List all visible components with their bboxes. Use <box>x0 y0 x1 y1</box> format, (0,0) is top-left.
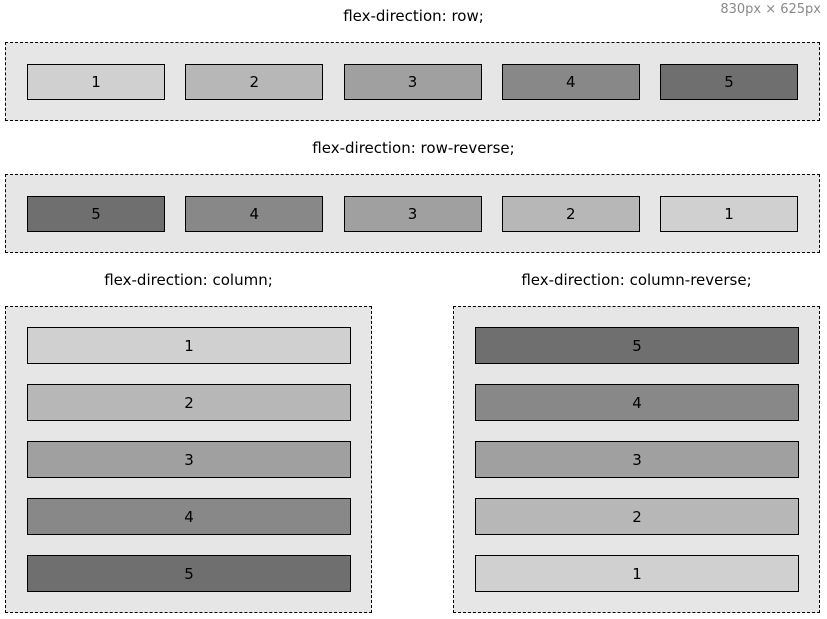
flex-item-2: 2 <box>27 384 351 421</box>
row-section-title: flex-direction: row; <box>343 7 484 25</box>
flex-item-3: 3 <box>27 441 351 478</box>
flex-item-2: 2 <box>501 195 640 232</box>
row-reverse-section-title: flex-direction: row-reverse; <box>312 139 515 157</box>
flex-item-1: 1 <box>27 327 351 364</box>
row-flex-container: 1 2 3 4 5 <box>5 42 820 121</box>
flex-item-3: 3 <box>343 63 482 100</box>
flex-item-4: 4 <box>27 498 351 535</box>
flex-item-2: 2 <box>475 498 799 535</box>
flex-item-5: 5 <box>27 195 165 232</box>
flex-item-5: 5 <box>660 63 798 100</box>
flex-item-5: 5 <box>475 327 799 364</box>
column-reverse-flex-container: 1 2 3 4 5 <box>453 306 820 613</box>
flex-item-1: 1 <box>660 195 798 232</box>
flex-item-1: 1 <box>27 63 165 100</box>
viewport-size-label: 830px × 625px <box>720 2 821 17</box>
flex-item-4: 4 <box>501 63 640 100</box>
flex-item-1: 1 <box>475 555 799 592</box>
flex-item-3: 3 <box>343 195 482 232</box>
column-section-title: flex-direction: column; <box>104 271 273 289</box>
flex-item-3: 3 <box>475 441 799 478</box>
column-flex-container: 1 2 3 4 5 <box>5 306 372 613</box>
row-reverse-flex-container: 1 2 3 4 5 <box>5 174 820 253</box>
column-reverse-section-title: flex-direction: column-reverse; <box>521 271 752 289</box>
flex-item-4: 4 <box>475 384 799 421</box>
flex-item-5: 5 <box>27 555 351 592</box>
flex-item-4: 4 <box>185 195 324 232</box>
flex-item-2: 2 <box>185 63 324 100</box>
